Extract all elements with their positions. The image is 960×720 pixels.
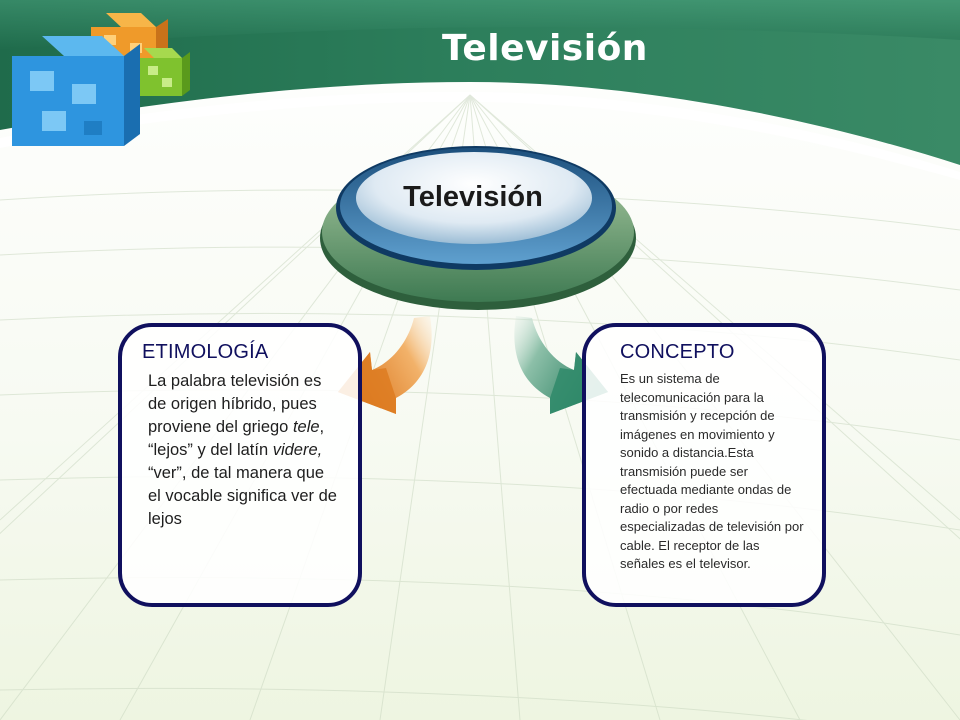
concepto-card: CONCEPTO Es un sistema de telecomunicaci… — [582, 323, 826, 607]
concepto-heading: CONCEPTO — [620, 341, 735, 363]
etimologia-text-1: La palabra televisión es de origen híbri… — [148, 372, 322, 436]
slide-title: Televisión — [442, 28, 648, 69]
etimologia-text-3: “ver”, de tal manera que el vocable sign… — [148, 464, 337, 528]
etimologia-word-tele: tele — [292, 418, 320, 436]
etimologia-card: ETIMOLOGÍA La palabra televisión es de o… — [118, 323, 362, 607]
etimologia-text-2: , “lejos” y del latín — [148, 418, 325, 459]
puzzle-cubes-icon — [12, 13, 190, 146]
etimologia-heading: ETIMOLOGÍA — [142, 341, 269, 363]
etimologia-body: La palabra televisión es de origen híbri… — [142, 370, 338, 531]
etimologia-word-videre: videre, — [272, 441, 323, 459]
center-ellipse-button — [320, 146, 636, 310]
center-label: Televisión — [403, 181, 543, 213]
concepto-body: Es un sistema de telecomunicación para l… — [620, 371, 804, 571]
